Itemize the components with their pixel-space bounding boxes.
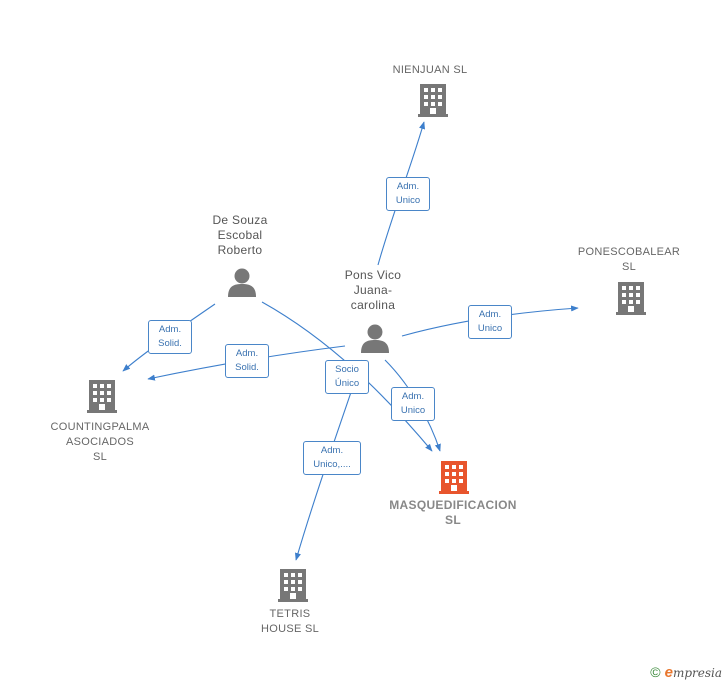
edge-label-pons-counting: Adm. Solid. [225,344,269,378]
building-icon-tetris [278,569,308,602]
edge-label-pons-ponescobalear: Adm. Unico [468,305,512,339]
brand-initial: e [664,664,673,681]
brand-name: mpresia [672,666,722,680]
edge-label-pons-nienjuan: Adm. Unico [386,177,430,211]
building-icon-ponescobalear [616,282,646,315]
edge-label-pons-tetris: Adm. Unico,.... [303,441,361,475]
person-icon-desouza [228,268,256,297]
node-label-desouza[interactable]: De Souza Escobal Roberto [212,213,268,257]
node-label-ponescobalear[interactable]: PONESCOBALEAR SL [577,246,681,273]
building-icon-nienjuan [418,84,448,117]
node-label-countingpalma[interactable]: COUNTINGPALMA ASOCIADOS SL [50,421,150,463]
copyright-notice: ©empresia [650,664,722,681]
node-label-tetris[interactable]: TETRIS HOUSE SL [260,608,320,635]
edge-label-desouza-counting: Adm. Solid. [148,320,192,354]
building-icon-countingpalma [87,380,117,413]
person-icon-pons [361,324,389,353]
edge-label-pons-masque: Adm. Unico [391,387,435,421]
node-label-masquedificacion[interactable]: MASQUEDIFICACION SL [389,498,517,527]
edge-label-desouza-masque: Socio Único [325,360,369,394]
node-label-nienjuan[interactable]: NIENJUAN SL [392,64,468,76]
copyright-icon: © [650,664,661,680]
building-icon-masquedificacion [439,461,469,494]
node-label-pons[interactable]: Pons Vico Juana- carolina [344,268,402,312]
